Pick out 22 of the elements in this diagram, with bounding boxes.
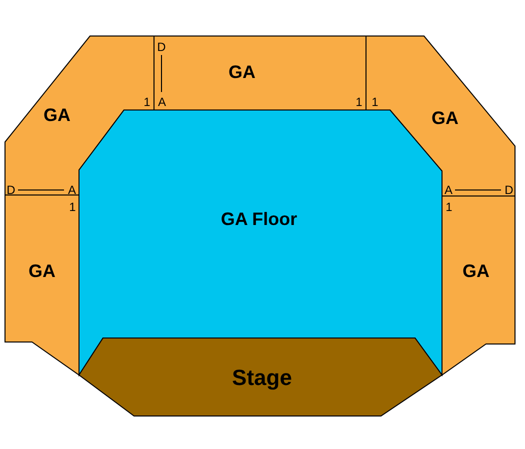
row-letter: D	[6, 184, 16, 196]
section-name: GA	[44, 106, 70, 124]
row-letter: A	[68, 184, 76, 196]
row-letter: A	[444, 184, 452, 196]
seating-section	[154, 36, 366, 110]
section-name: GA	[28, 262, 56, 280]
seating-section	[5, 36, 154, 195]
seat-number: 1	[356, 96, 362, 108]
row-letter: A	[158, 96, 166, 108]
seat-number: 1	[446, 201, 452, 213]
seat-number: 1	[372, 96, 378, 108]
stage-area	[79, 338, 442, 416]
seat-number: 1	[69, 201, 76, 213]
section-name: GA	[432, 109, 458, 127]
seat-number: 1	[144, 96, 150, 108]
row-letter: D	[157, 41, 166, 53]
row-letter: D	[504, 184, 514, 196]
section-name: GA	[462, 262, 490, 280]
section-name: GA Floor	[220, 210, 298, 228]
section-name: Stage	[232, 367, 292, 389]
section-name: GA	[228, 63, 256, 81]
seating-section	[366, 36, 515, 196]
